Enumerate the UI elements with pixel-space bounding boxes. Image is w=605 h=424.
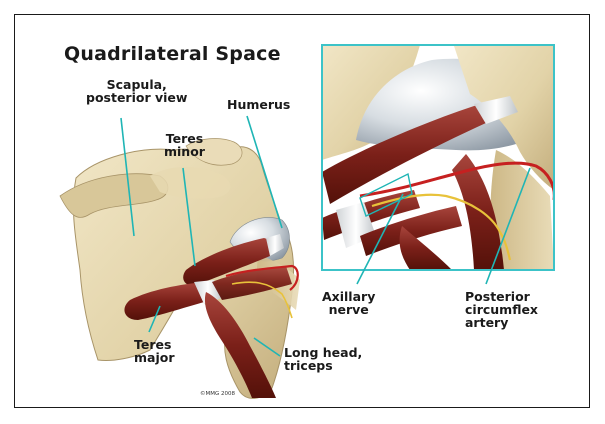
label-humerus: Humerus	[227, 98, 290, 111]
figure-title: Quadrilateral Space	[64, 45, 281, 65]
label-teres-major: Teres major	[134, 338, 175, 364]
label-long-head-triceps: Long head, triceps	[284, 346, 362, 372]
label-posterior-circumflex-artery: Posterior circumflex artery	[465, 290, 538, 329]
copyright-notice: ©MMG 2008	[200, 392, 235, 398]
label-teres-minor: Teres minor	[164, 132, 205, 158]
inset-illustration	[322, 45, 554, 270]
label-scapula-line2: posterior view	[86, 91, 187, 104]
label-scapula: Scapula, posterior view	[86, 78, 187, 104]
label-teres-minor-line2: minor	[164, 145, 205, 158]
label-long-head-line2: triceps	[284, 359, 362, 372]
label-teres-major-line2: major	[134, 351, 175, 364]
label-posterior-line3: artery	[465, 316, 538, 329]
label-axillary-nerve: Axillary nerve	[322, 290, 375, 316]
label-axillary-line2: nerve	[322, 303, 375, 316]
